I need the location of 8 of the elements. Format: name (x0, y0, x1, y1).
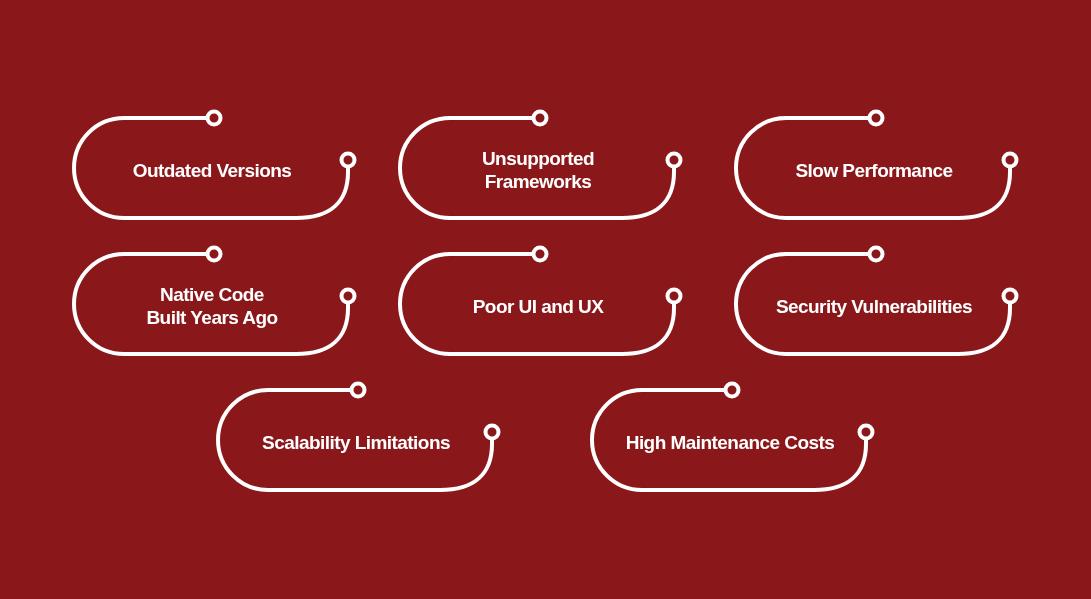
card-label: High Maintenance Costs (625, 431, 835, 453)
card-label: Security Vulnerabilities (775, 295, 973, 317)
card-label: Poor UI and UX (472, 295, 604, 317)
card-label: Native Code Built Years Ago (146, 284, 278, 328)
card-label: Unsupported Frameworks (481, 148, 595, 192)
card-label: Scalability Limitations (262, 431, 450, 453)
card-label: Outdated Versions (132, 159, 292, 181)
card-label: Slow Performance (795, 159, 953, 181)
